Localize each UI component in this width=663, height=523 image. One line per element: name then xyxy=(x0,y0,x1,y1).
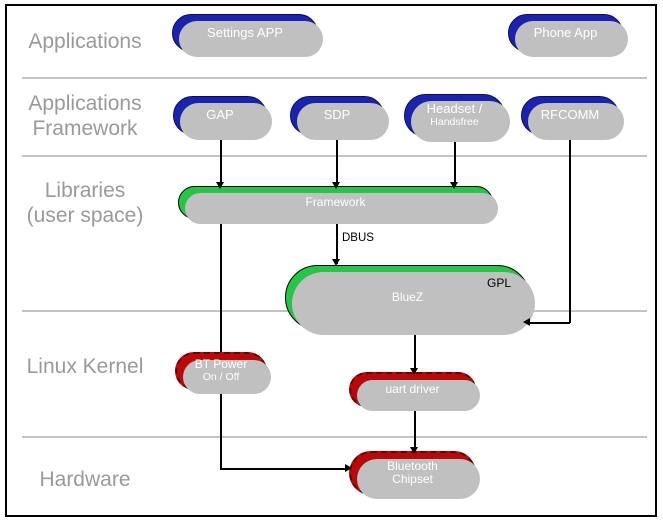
node-settings-app[interactable]: Settings APP xyxy=(172,14,323,57)
node-bluetooth-chipset-label: Bluetooth xyxy=(387,458,438,473)
edge-gap-framework-line xyxy=(220,139,222,186)
layer-label-applications: Applications xyxy=(28,30,142,53)
node-bluez-gpl-badge: GPL xyxy=(486,276,511,290)
edge-rfcomm-bluez-vline xyxy=(569,139,571,323)
layer-label-hardware: Hardware xyxy=(39,468,131,491)
layer-label-linux-kernel: Linux Kernel xyxy=(26,355,144,378)
divider-applications xyxy=(22,77,647,79)
edge-rfcomm-bluez-hline xyxy=(530,322,570,324)
node-uart-driver[interactable]: uart driver xyxy=(349,372,480,411)
layer-label-libraries: Libraries (user space) xyxy=(26,179,144,227)
node-rfcomm[interactable]: RFCOMM xyxy=(521,96,624,140)
node-headset-handsfree[interactable]: Headset / Handsfree xyxy=(404,94,510,142)
edge-headset-framework-arrow xyxy=(450,182,458,189)
node-sdp[interactable]: SDP xyxy=(290,96,389,140)
diagram-frame xyxy=(5,4,657,517)
edge-framework-chipset-hline xyxy=(220,468,348,470)
edge-framework-bluez-arrow xyxy=(332,259,340,266)
divider-linux-kernel xyxy=(22,436,647,438)
edge-bluez-uart-arrow xyxy=(410,368,418,375)
node-sdp-label: SDP xyxy=(323,107,351,123)
node-rfcomm-label: RFCOMM xyxy=(540,107,600,123)
edge-gap-framework-arrow xyxy=(216,182,224,189)
edge-bluez-uart-line xyxy=(414,330,416,372)
node-headset-label: Headset / xyxy=(426,101,483,117)
node-uart-driver-label: uart driver xyxy=(385,381,440,396)
edge-framework-chipset-arrow xyxy=(345,464,352,472)
node-settings-app-label: Settings APP xyxy=(207,24,283,40)
edge-label-dbus: DBUS xyxy=(342,232,374,244)
node-framework-label: Framework xyxy=(305,194,366,209)
edge-rfcomm-bluez-arrow xyxy=(523,318,530,326)
layer-label-applications-framework: Applications Framework xyxy=(28,92,142,140)
node-bt-power-label: BT Power xyxy=(194,357,248,372)
node-gap-label: GAP xyxy=(206,107,234,123)
edge-framework-chipset-vline xyxy=(220,219,222,469)
node-bt-power-sublabel: On / Off xyxy=(202,370,240,383)
node-bluetooth-chipset-sublabel: Chipset xyxy=(392,472,433,486)
edge-uart-chipset-line xyxy=(414,407,416,451)
node-gap[interactable]: GAP xyxy=(173,96,272,140)
edge-headset-framework-line xyxy=(454,141,456,186)
edge-sdp-framework-line xyxy=(336,139,338,186)
divider-applications-framework xyxy=(22,155,647,157)
node-phone-app-label: Phone App xyxy=(533,24,598,40)
node-phone-app[interactable]: Phone App xyxy=(508,14,628,57)
edge-sdp-framework-arrow xyxy=(332,182,340,189)
node-bluez-label: BlueZ xyxy=(391,289,424,304)
node-bt-power[interactable]: BT Power On / Off xyxy=(175,352,271,394)
node-framework[interactable]: Framework xyxy=(178,186,498,224)
node-bluetooth-chipset[interactable]: Bluetooth Chipset xyxy=(349,451,480,499)
edge-uart-chipset-arrow xyxy=(410,447,418,454)
node-bluez[interactable]: GPL BlueZ xyxy=(285,265,535,335)
node-headset-sublabel: Handsfree xyxy=(430,115,479,128)
edge-framework-bluez-line xyxy=(336,219,338,264)
